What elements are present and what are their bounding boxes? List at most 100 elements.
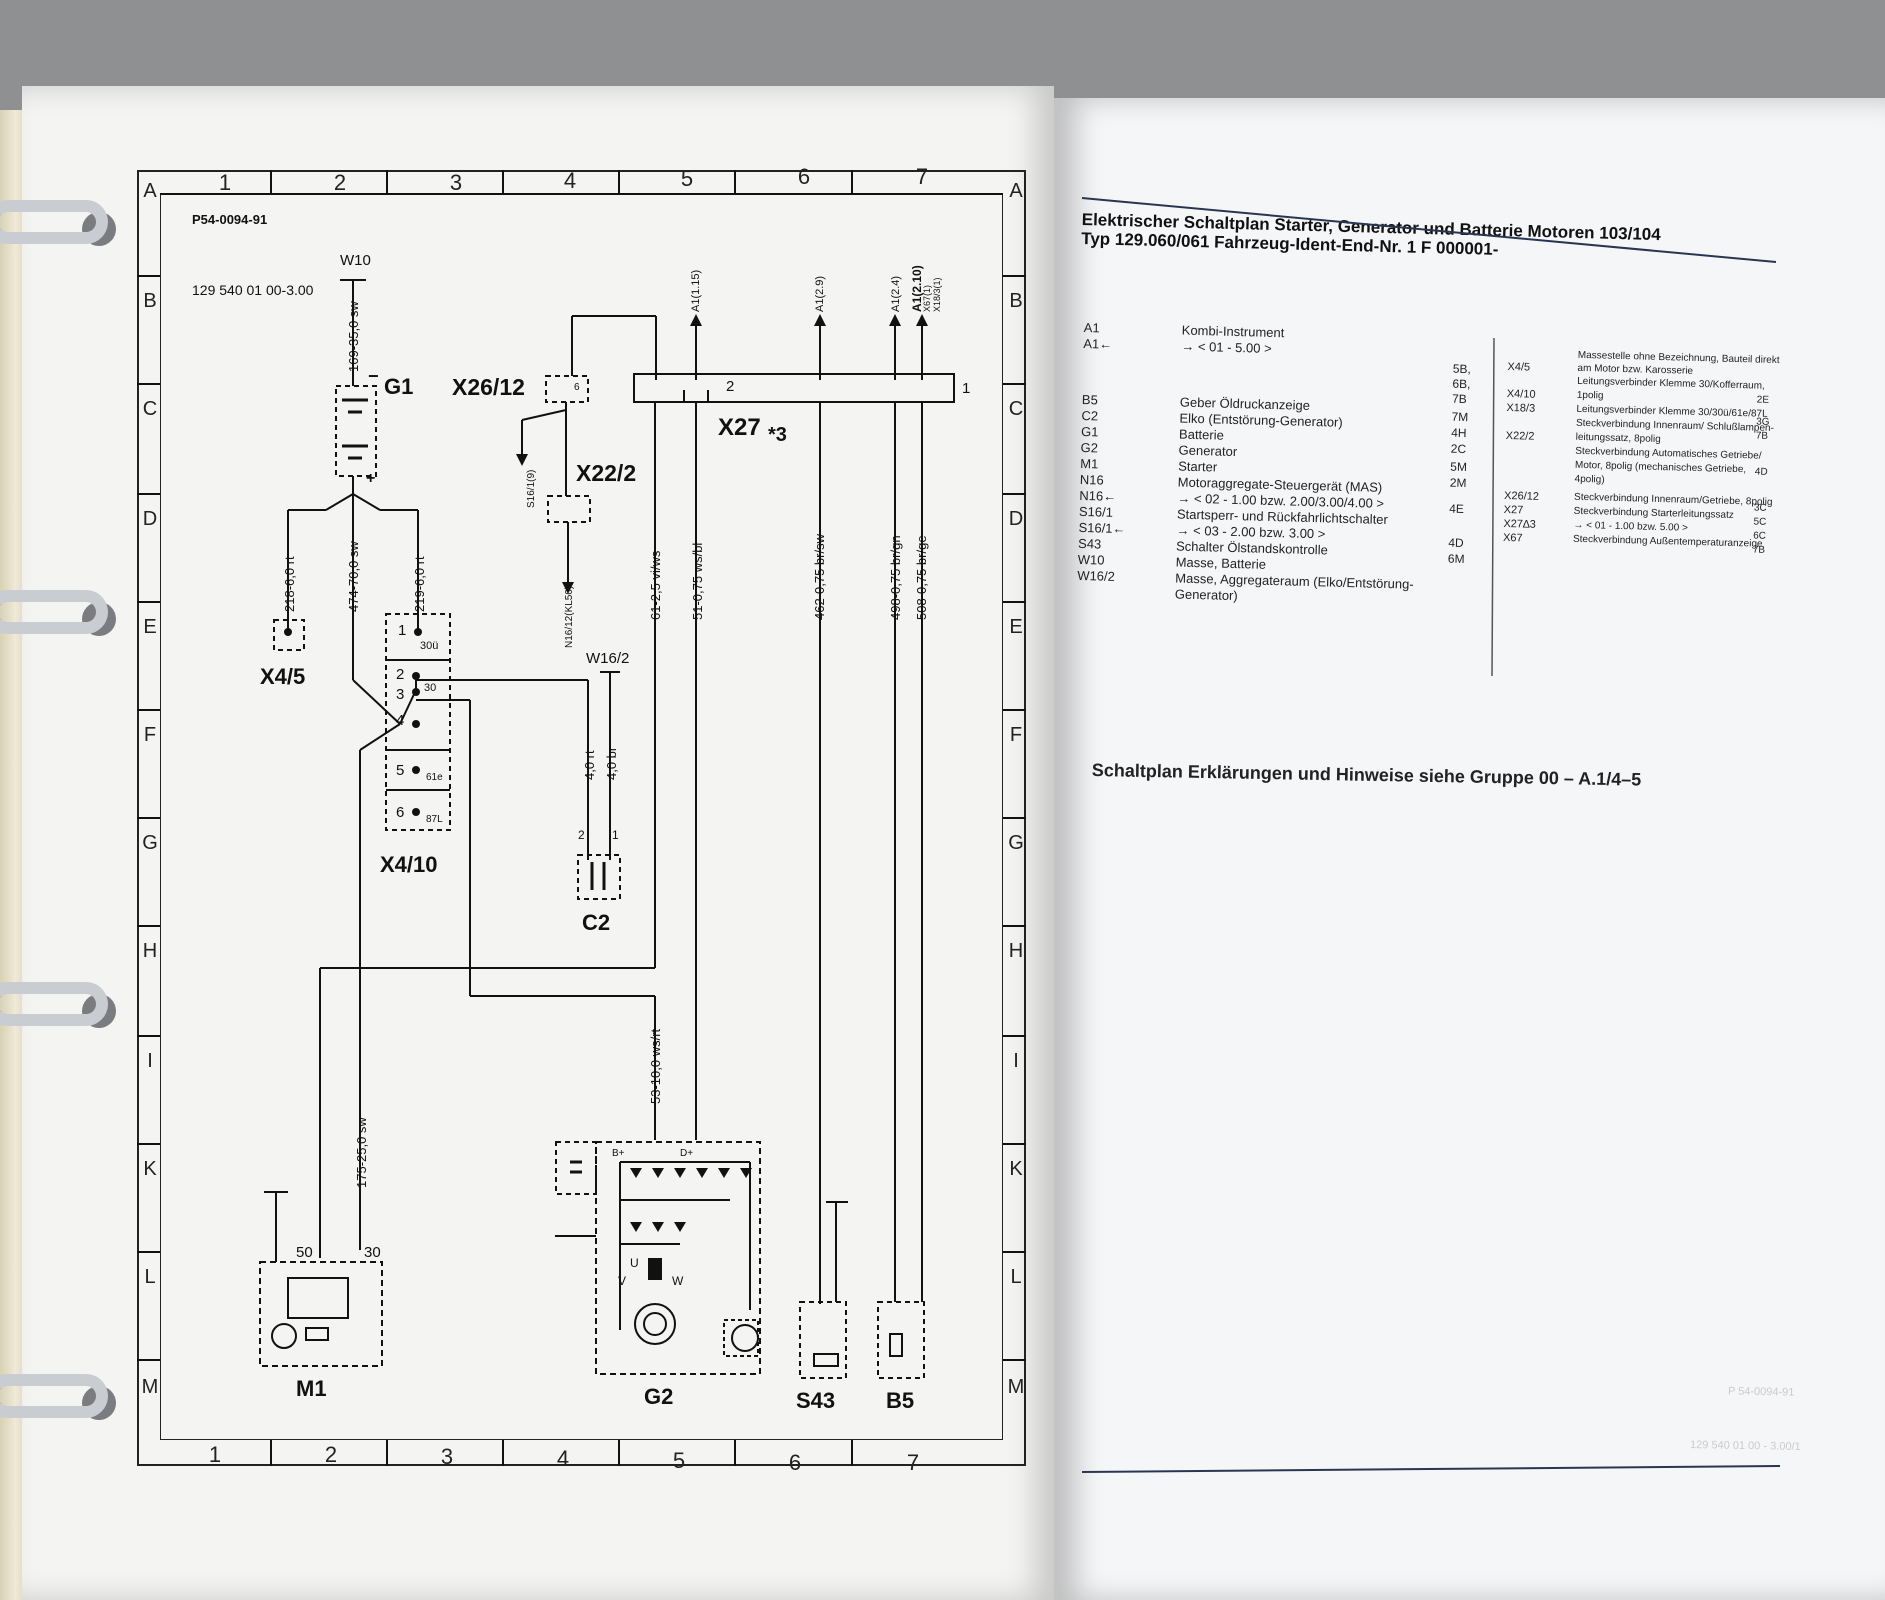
row-letter: G bbox=[142, 832, 158, 854]
legend-desc: 4polig) bbox=[1574, 473, 1605, 486]
component-x27: X27 bbox=[718, 414, 761, 441]
legend-code: G1 bbox=[1080, 423, 1099, 440]
pin-label: 5 bbox=[396, 762, 405, 779]
binder-ring bbox=[0, 982, 108, 1026]
pin-label: 1 bbox=[612, 828, 619, 842]
legend-loc: 3C bbox=[1753, 502, 1767, 514]
row-letter: K bbox=[143, 1158, 157, 1180]
component-m1: M1 bbox=[296, 1376, 327, 1401]
pin-label: W bbox=[672, 1274, 684, 1288]
row-letter: H bbox=[142, 940, 158, 962]
legend-code: W16/2 bbox=[1077, 567, 1116, 584]
col-number: 2 bbox=[324, 1442, 338, 1467]
legend-code: B5 bbox=[1081, 391, 1099, 408]
row-letter: C bbox=[1008, 398, 1024, 420]
legend-loc: 7M bbox=[1451, 409, 1469, 425]
component-x4-10: X4/10 bbox=[380, 852, 438, 877]
row-letter: D bbox=[142, 508, 158, 530]
diagram-code: P54-0094-91 bbox=[192, 212, 268, 227]
col-number: 2 bbox=[333, 170, 347, 195]
row-letter: E bbox=[1009, 616, 1023, 638]
left-page bbox=[22, 86, 1054, 1600]
col-number: 1 bbox=[208, 1442, 222, 1467]
col-number: 4 bbox=[556, 1446, 570, 1471]
pin-label: D+ bbox=[680, 1148, 694, 1159]
legend-loc: 4D bbox=[1448, 535, 1464, 551]
legend-desc: Starter bbox=[1178, 458, 1218, 475]
component-x27-star: *3 bbox=[768, 424, 787, 446]
col-number: 6 bbox=[788, 1450, 802, 1475]
pin-label: 30ü bbox=[420, 640, 439, 652]
col-number: 5 bbox=[672, 1448, 686, 1473]
legend-desc: → < 01 - 5.00 > bbox=[1181, 338, 1272, 356]
legend-code: X27 bbox=[1503, 503, 1524, 517]
legend-loc: 5M bbox=[1450, 459, 1468, 475]
col-number: 5 bbox=[680, 166, 694, 191]
row-letter: F bbox=[1009, 724, 1023, 746]
legend-loc: 4D bbox=[1754, 466, 1768, 478]
row-letter: M bbox=[141, 1376, 159, 1398]
component-w10: W10 bbox=[340, 252, 371, 269]
g1-minus: − bbox=[368, 366, 379, 386]
row-letter: E bbox=[143, 616, 157, 638]
legend-code: X4/5 bbox=[1507, 360, 1531, 374]
legend-loc: 2C bbox=[1450, 441, 1467, 457]
legend-loc: 6M bbox=[1447, 551, 1465, 567]
legend-code: S16/1← bbox=[1078, 519, 1126, 537]
legend-code: X4/10 bbox=[1506, 387, 1536, 401]
right-page bbox=[1054, 98, 1885, 1600]
legend-code: X26/12 bbox=[1503, 489, 1540, 503]
pin-label: 50 bbox=[296, 1244, 313, 1261]
component-s43: S43 bbox=[796, 1388, 836, 1413]
row-letter: B bbox=[1009, 290, 1023, 312]
row-letter: I bbox=[147, 1050, 153, 1072]
row-letter: G bbox=[1008, 832, 1024, 854]
col-number: 6 bbox=[797, 164, 811, 189]
legend-code: G2 bbox=[1080, 439, 1099, 456]
legend-code: N16 bbox=[1079, 471, 1104, 488]
row-letter: A bbox=[1009, 180, 1023, 202]
legend-desc: Kombi-Instrument bbox=[1181, 322, 1285, 341]
pin-label: 2 bbox=[578, 828, 585, 842]
legend-desc: Batterie bbox=[1178, 426, 1225, 443]
legend-loc: 4E bbox=[1449, 501, 1465, 517]
legend-code: A1 bbox=[1083, 320, 1100, 336]
col-number: 3 bbox=[440, 1444, 454, 1469]
footer-part: 129 540 01 00 - 3.00/1 bbox=[1689, 1439, 1801, 1453]
component-g1: G1 bbox=[384, 374, 414, 399]
component-g2: G2 bbox=[644, 1384, 674, 1409]
legend-code: M1 bbox=[1080, 455, 1099, 472]
legend-loc: 7B bbox=[1752, 544, 1766, 556]
col-number: 7 bbox=[915, 164, 929, 189]
legend-desc: leitungssatz, 8polig bbox=[1575, 431, 1661, 446]
component-x26-12: X26/12 bbox=[452, 374, 525, 400]
pin-label: 61e bbox=[426, 772, 443, 783]
legend-desc: 1polig bbox=[1576, 389, 1604, 402]
footer-code: P 54-0094-91 bbox=[1727, 1385, 1795, 1399]
legend-code: X27∆3 bbox=[1503, 517, 1536, 531]
row-letter: B bbox=[143, 290, 157, 312]
legend-loc: 4H bbox=[1450, 425, 1467, 441]
pin-label: 2 bbox=[726, 378, 735, 395]
pin-label: 2 bbox=[396, 666, 405, 683]
component-w16-2: W16/2 bbox=[586, 650, 630, 667]
pin-label: 1 bbox=[398, 622, 407, 639]
legend-code: X18/3 bbox=[1506, 401, 1536, 415]
pin-label: 30 bbox=[364, 1244, 381, 1261]
pin-label: U bbox=[630, 1256, 639, 1270]
row-letter: F bbox=[143, 724, 157, 746]
legend-code: W10 bbox=[1077, 551, 1105, 568]
pin-label: V bbox=[618, 1274, 627, 1288]
legend-loc: 5B, 6B, 7B bbox=[1451, 361, 1472, 407]
row-letter: M bbox=[1007, 1376, 1025, 1398]
col-number: 7 bbox=[906, 1450, 920, 1475]
legend-loc: 2M bbox=[1449, 475, 1467, 491]
binder-ring bbox=[0, 200, 108, 244]
row-letter: L bbox=[1010, 1266, 1022, 1288]
legend-loc: 2E bbox=[1756, 394, 1770, 406]
pin-label: 30 bbox=[424, 682, 437, 694]
component-x4-5: X4/5 bbox=[260, 664, 306, 689]
row-letter: L bbox=[144, 1266, 156, 1288]
